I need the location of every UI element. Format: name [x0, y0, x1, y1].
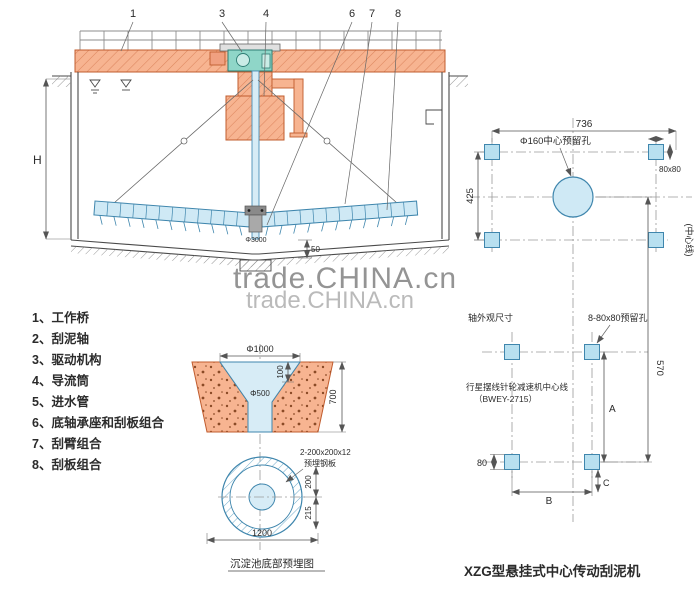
- legend-item-7: 7、刮臂组合: [32, 436, 102, 451]
- dim-215-label: 215: [304, 506, 313, 520]
- legend-item-6: 6、底轴承座和刮板组合: [32, 415, 164, 430]
- dim-425: 425: [465, 151, 484, 241]
- shaft-size-label: 轴外观尺寸: [468, 312, 513, 323]
- reducer-note-line1: 行星摆线针轮减速机中心线: [466, 382, 569, 392]
- dim-50: 50: [298, 239, 320, 259]
- concrete-section: [191, 361, 334, 433]
- dim-H: H: [33, 78, 70, 240]
- legend-item-5: 5、进水管: [32, 394, 89, 409]
- holes-note-label: 8-80x80预留孔: [588, 312, 648, 323]
- dim-100-label: 100: [276, 365, 285, 379]
- dim-phi1000-label: Φ1000: [246, 344, 273, 354]
- dim-736: 736: [491, 119, 677, 150]
- legend-item-3: 3、驱动机构: [32, 352, 101, 367]
- callout-1: 1: [130, 8, 136, 20]
- ground-hatch-left: [52, 76, 71, 87]
- dim-H-label: H: [33, 153, 42, 167]
- detail-caption: 沉淀池底部预埋图: [230, 557, 314, 570]
- dim-C-label: C: [603, 478, 610, 488]
- drawing-title: XZG型悬挂式中心传动刮泥机: [464, 563, 641, 579]
- dim-C: C: [594, 469, 610, 493]
- dim-50-label: 50: [311, 245, 320, 254]
- dim-100: 100: [276, 361, 294, 383]
- dim-700: 700: [318, 361, 346, 433]
- dim-736-label: 736: [576, 119, 593, 130]
- plate-note-line2: 预埋钢板: [304, 458, 336, 468]
- legend-item-8: 8、刮板组合: [32, 457, 102, 472]
- foundation-detail: Φ500 Φ1000 100 700 2-200x200x12: [191, 344, 351, 572]
- watermark-text-2: trade.CHINA.cn: [246, 287, 414, 314]
- holes-note: 8-80x80预留孔: [588, 312, 648, 344]
- legend: 1、工作桥 2、刮泥轴 3、驱动机构 4、导流筒 5、进水管 6、底轴承座和刮板…: [32, 310, 164, 472]
- scraper-arm-right: [260, 200, 419, 236]
- scraper-arm-left: [93, 200, 252, 236]
- center-hole: [552, 176, 594, 218]
- dim-A: A: [599, 351, 616, 463]
- elevation-drawing: Φ3000 50 H 1 3 4 6 7: [33, 8, 468, 272]
- outlet-weir: [425, 109, 442, 125]
- plan-view: 736 Φ160中心预留孔 80x80 425 (中心线) 轴外观尺寸 8-80…: [465, 118, 695, 522]
- callout-3: 3: [219, 8, 225, 20]
- callout-6: 6: [349, 8, 355, 20]
- water-level-icon: [89, 79, 132, 94]
- center-hole-note: Φ160中心预留孔: [520, 135, 591, 177]
- reducer-note: 行星摆线针轮减速机中心线 （BWEY-2715）: [466, 382, 569, 404]
- legend-item-2: 2、刮泥轴: [32, 331, 89, 346]
- callout-numbers: 1 3 4 6 7 8: [130, 8, 401, 20]
- callout-4: 4: [263, 8, 269, 20]
- callout-leaders: [120, 21, 399, 226]
- dim-80-label: 80: [477, 458, 487, 468]
- dim-phi1000: Φ1000: [219, 344, 301, 362]
- callout-7: 7: [369, 8, 375, 20]
- dim-200-label: 200: [304, 475, 313, 489]
- dim-80x80: 80x80: [648, 135, 681, 174]
- drive-unit: [209, 43, 281, 72]
- reducer-note-line2: （BWEY-2715）: [474, 394, 537, 404]
- watermark-text-1: trade.CHINA.cn: [233, 262, 457, 295]
- dim-80x80-label: 80x80: [659, 165, 681, 174]
- legend-item-1: 1、工作桥: [32, 310, 89, 325]
- dim-425-label: 425: [465, 188, 476, 204]
- plate-note-line1: 2-200x200x12: [300, 448, 351, 457]
- phi3000-label: Φ3000: [245, 237, 266, 244]
- scraper-shaft: [251, 70, 260, 240]
- dim-570-label: 570: [654, 360, 665, 376]
- dim-570: 570: [595, 196, 665, 463]
- dim-B: B: [511, 470, 593, 507]
- center-pier: [239, 259, 272, 272]
- inlet-pipe: [271, 78, 308, 138]
- embedded-plate-ring: [218, 456, 306, 538]
- ground-hatch-right: [449, 76, 468, 87]
- watermark: trade.CHINA.cn trade.CHINA.cn: [233, 262, 457, 314]
- tie-rods: [113, 79, 398, 204]
- dim-700-label: 700: [328, 389, 338, 404]
- phi500-label: Φ500: [250, 389, 270, 398]
- dim-B-label: B: [546, 496, 553, 507]
- legend-item-4: 4、导流筒: [32, 373, 89, 388]
- center-hole-note-label: Φ160中心预留孔: [520, 135, 591, 147]
- dim-A-label: A: [609, 404, 616, 415]
- dim-200-215: 200 215: [304, 466, 322, 530]
- dim-1200-label: 1200: [252, 528, 272, 538]
- plate-note: 2-200x200x12 预埋钢板: [285, 448, 351, 483]
- dim-1200: 1200: [206, 528, 319, 544]
- dim-80: 80: [477, 454, 505, 470]
- center-hub: [244, 205, 267, 233]
- callout-8: 8: [395, 8, 401, 20]
- centerline-label: (中心线): [684, 224, 695, 257]
